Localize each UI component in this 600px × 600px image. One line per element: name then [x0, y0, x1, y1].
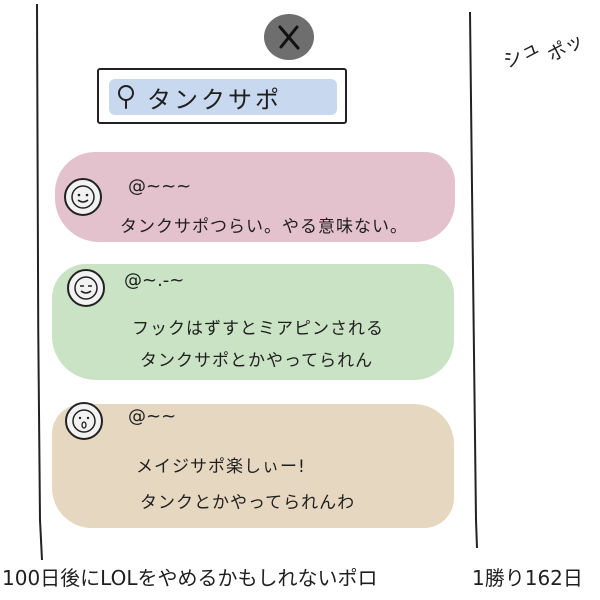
tweet-text-line-1: フックはずすとミアピンされる	[132, 319, 384, 339]
x-glyph-icon	[278, 25, 300, 50]
tweet-handle[interactable]: @~~	[128, 406, 177, 427]
tweet-handle[interactable]: @~~~	[128, 176, 192, 197]
tweet-text-line-2: タンクとかやってられんわ	[140, 493, 356, 513]
search-query: タンクサポ	[147, 85, 282, 114]
search-icon	[118, 85, 134, 109]
tweet-handle[interactable]: @~.-~	[124, 270, 185, 291]
search-bar[interactable]: タンクサポ	[97, 68, 347, 124]
tweet-card[interactable]	[52, 264, 454, 380]
search-input[interactable]: タンクサポ	[109, 79, 337, 115]
avatar[interactable]	[62, 176, 104, 218]
tweet-text-line-2: タンクサポとかやってられん	[140, 351, 374, 371]
smiley-face-icon	[64, 178, 102, 216]
comic-caption: 100日後にLOLをやめるかもしれないポロ 1勝り162日	[2, 562, 598, 594]
caption-title: 100日後にLOLをやめるかもしれないポロ	[2, 566, 378, 590]
avatar[interactable]	[65, 267, 107, 309]
tweet-card[interactable]	[55, 152, 455, 242]
x-logo-icon[interactable]	[264, 14, 314, 60]
tweet-text-line-1: メイジサポ楽しぃー!	[136, 457, 306, 477]
tweet-card[interactable]	[52, 404, 454, 528]
caption-day-count: 1勝り162日	[472, 566, 583, 590]
tweet-text: タンクサポつらい。やる意味ない。	[120, 217, 408, 237]
sound-effect-note: シュ ポッ	[486, 0, 600, 116]
surprised-face-icon	[65, 402, 103, 440]
smug-face-icon	[67, 269, 105, 307]
avatar[interactable]	[63, 400, 105, 442]
